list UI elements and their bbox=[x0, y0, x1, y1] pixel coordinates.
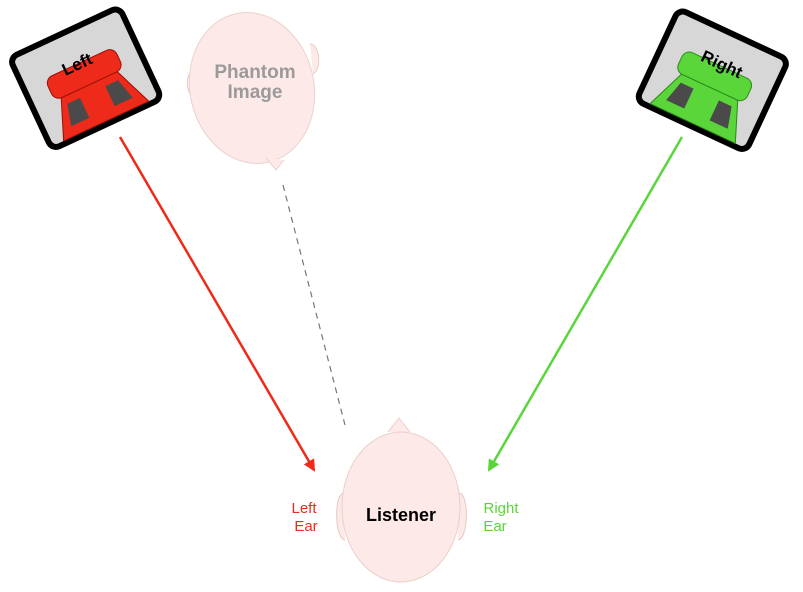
left-ear-label-line1: Left bbox=[291, 500, 317, 517]
speaker-icon bbox=[46, 49, 150, 142]
phantom-head bbox=[186, 12, 320, 171]
left-speaker bbox=[9, 6, 163, 150]
phantom-direction-line bbox=[282, 184, 346, 426]
left-ear-label-line2: Ear bbox=[294, 518, 317, 535]
phantom-label-line1: Phantom bbox=[214, 62, 295, 83]
listener-label: Listener bbox=[366, 505, 436, 525]
right-speaker-arrow bbox=[487, 136, 684, 472]
right-speaker bbox=[635, 8, 789, 152]
left-speaker-arrow bbox=[118, 136, 316, 472]
right-ear-label-line1: Right bbox=[483, 500, 519, 517]
listener-head bbox=[336, 417, 467, 583]
speaker-icon bbox=[649, 51, 753, 145]
right-ear-label-line2: Ear bbox=[483, 518, 506, 535]
phantom-label-line2: Image bbox=[228, 82, 283, 103]
